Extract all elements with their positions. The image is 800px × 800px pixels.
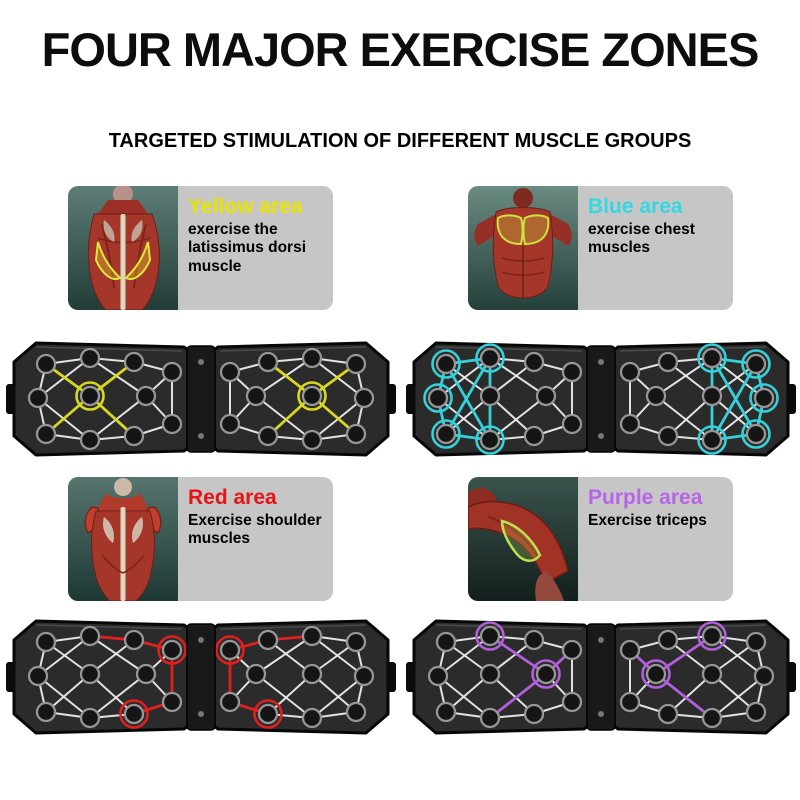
- anatomy-back-lats-graphic: [68, 186, 178, 310]
- zone-card-purple: Purple area Exercise triceps: [468, 477, 733, 601]
- anatomy-shoulders-image: [68, 477, 178, 601]
- zone-card-red: Red area Exercise shoulder muscles: [68, 477, 333, 601]
- zone-info-purple: Purple area Exercise triceps: [578, 477, 733, 601]
- zone-title-blue: Blue area: [588, 195, 683, 218]
- board-graphic-blue: [406, 341, 796, 457]
- board-graphic-purple: [406, 619, 796, 735]
- anatomy-chest-graphic: [468, 186, 578, 310]
- pushup-board-red: [6, 612, 396, 742]
- board-graphic-yellow: [6, 341, 396, 457]
- page-title: FOUR MAJOR EXERCISE ZONES: [41, 23, 760, 76]
- pushup-board-blue: [406, 334, 796, 464]
- zone-card-blue: Blue area exercise chest muscles: [468, 186, 733, 310]
- zone-title-purple: Purple area: [588, 486, 703, 509]
- zone-desc-purple: Exercise triceps: [588, 512, 707, 530]
- anatomy-back-lats-image: [68, 186, 178, 310]
- zone-title-red: Red area: [188, 486, 277, 509]
- zone-title-yellow: Yellow area: [188, 195, 303, 218]
- page-subtitle: TARGETED STIMULATION OF DIFFERENT MUSCLE…: [108, 130, 692, 152]
- pushup-board-purple: [406, 612, 796, 742]
- zone-info-red: Red area Exercise shoulder muscles: [178, 477, 333, 601]
- pushup-board-yellow: [6, 334, 396, 464]
- anatomy-triceps-image: [468, 477, 578, 601]
- board-graphic-red: [6, 619, 396, 735]
- zone-card-yellow: Yellow area exercise the latissimus dors…: [68, 186, 333, 310]
- zone-desc-yellow: exercise the latissimus dorsi muscle: [188, 221, 307, 275]
- anatomy-chest-image: [468, 186, 578, 310]
- anatomy-triceps-graphic: [468, 477, 578, 601]
- zone-desc-blue: exercise chest muscles: [588, 221, 695, 257]
- zone-desc-red: Exercise shoulder muscles: [188, 512, 322, 548]
- anatomy-shoulders-graphic: [68, 477, 178, 601]
- zone-info-yellow: Yellow area exercise the latissimus dors…: [178, 186, 333, 310]
- zone-info-blue: Blue area exercise chest muscles: [578, 186, 733, 310]
